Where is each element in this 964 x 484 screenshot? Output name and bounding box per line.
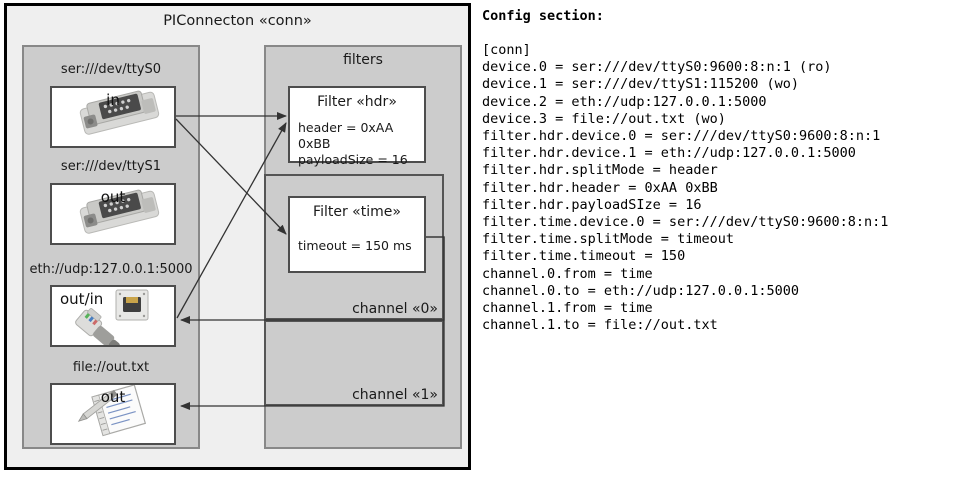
filter-attr: header = 0xAA 0xBB <box>298 120 394 151</box>
serial-port-icon <box>52 88 174 146</box>
device-direction-label: out/in <box>60 290 104 308</box>
config-line: channel.0.from = time <box>482 265 653 282</box>
filter-attrs: header = 0xAA 0xBB payloadSize = 16 <box>298 120 424 168</box>
config-line: filter.hdr.splitMode = header <box>482 162 718 179</box>
filters-group-title: filters <box>343 52 383 68</box>
device-caption-eth: eth://udp:127.0.0.1:5000 <box>29 262 193 277</box>
filter-box-hdr[interactable]: Filter «hdr» header = 0xAA 0xBB payloadS… <box>288 86 426 167</box>
device-card-file[interactable]: out <box>50 383 176 445</box>
config-line: device.2 = eth://udp:127.0.0.1:5000 <box>482 93 767 110</box>
diagram-title: PIConnecton «conn» <box>163 13 312 29</box>
config-heading: Config section: <box>482 8 604 24</box>
device-direction-label: out <box>100 188 126 206</box>
device-caption-ttys0: ser:///dev/ttyS0 <box>60 62 162 77</box>
config-line: filter.hdr.payloadSIze = 16 <box>482 196 702 213</box>
config-line: device.1 = ser:///dev/ttyS1:115200 (wo) <box>482 76 799 93</box>
config-line: channel.1.from = time <box>482 300 653 317</box>
config-section: Config section: [conn]device.0 = ser:///… <box>482 8 960 334</box>
filter-title: Filter «time» <box>313 204 401 220</box>
config-line: [conn] <box>482 42 531 58</box>
device-caption-file: file://out.txt <box>72 360 150 375</box>
serial-port-icon <box>52 185 174 243</box>
config-line: filter.hdr.device.1 = eth://udp:127.0.0.… <box>482 145 856 162</box>
config-line: filter.time.device.0 = ser:///dev/ttyS0:… <box>482 214 889 231</box>
device-direction-label: out <box>100 388 126 406</box>
connector-diagram: PIConnecton «conn» ser:///dev/ttyS0 in <box>4 3 471 470</box>
text-file-pencil-icon <box>52 385 174 443</box>
config-line: filter.hdr.device.0 = ser:///dev/ttyS0:9… <box>482 128 881 145</box>
config-line: filter.hdr.header = 0xAA 0xBB <box>482 179 718 196</box>
config-line: channel.1.to = file://out.txt <box>482 317 718 334</box>
config-line: filter.time.timeout = 150 <box>482 248 686 265</box>
device-card-ttys1[interactable]: out <box>50 183 176 245</box>
config-text: [conn]device.0 = ser:///dev/ttyS0:9600:8… <box>482 42 960 334</box>
device-caption-ttys1: ser:///dev/ttyS1 <box>60 159 162 174</box>
ethernet-plug-icon <box>52 287 174 345</box>
config-line: device.0 = ser:///dev/ttyS0:9600:8:n:1 (… <box>482 59 832 76</box>
filter-title: Filter «hdr» <box>317 94 397 110</box>
channel-frame-0 <box>264 174 444 320</box>
device-card-ttys0[interactable]: in <box>50 86 176 148</box>
config-line: filter.time.splitMode = timeout <box>482 231 734 248</box>
config-line: channel.0.to = eth://udp:127.0.0.1:5000 <box>482 282 799 299</box>
device-card-eth[interactable]: out/in <box>50 285 176 347</box>
config-line: device.3 = file://out.txt (wo) <box>482 110 726 127</box>
device-direction-label: in <box>106 91 120 109</box>
filter-attr: payloadSize = 16 <box>298 152 408 167</box>
